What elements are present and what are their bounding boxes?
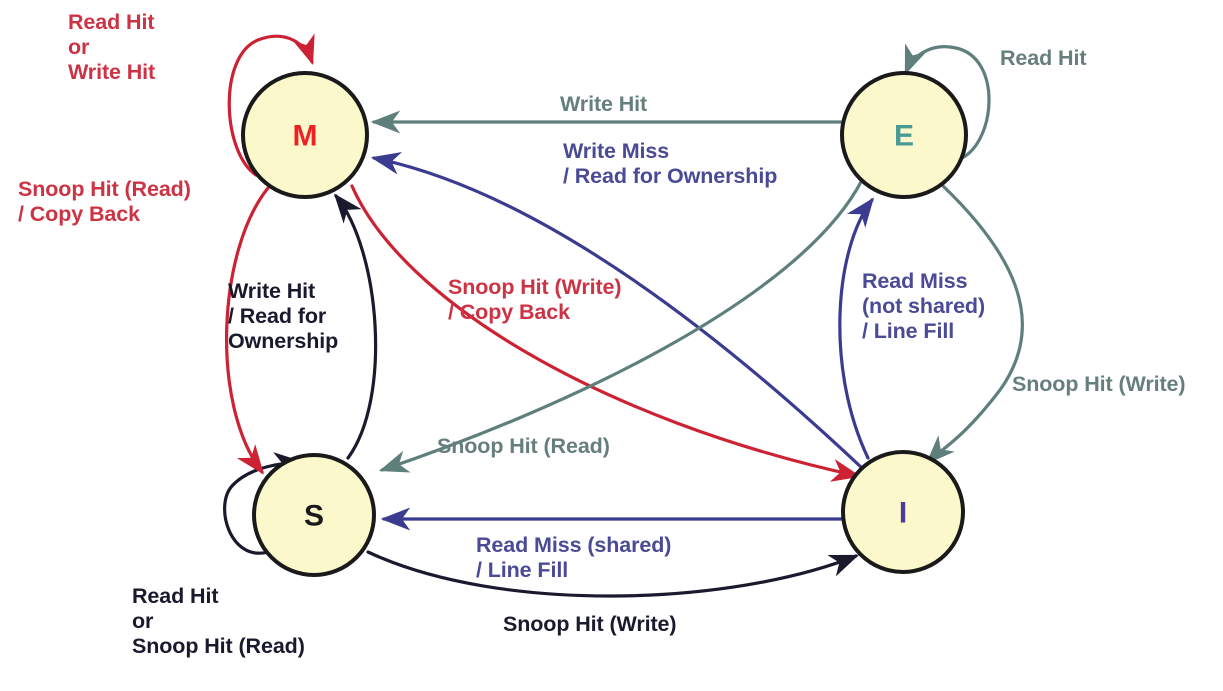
- edge-label-m-to-s: Snoop Hit (Read) / Copy Back: [18, 177, 191, 227]
- edge-label-m-self-loop: Read Hit or Write Hit: [68, 10, 156, 85]
- edge-label-i-to-m: Write Miss / Read for Ownership: [563, 139, 778, 189]
- state-node-e-label: E: [894, 120, 914, 153]
- edge-label-e-to-i: Snoop Hit (Write): [1012, 372, 1186, 396]
- edge-s-self-loop: [223, 452, 304, 555]
- edge-label-s-self-loop: Read Hit or Snoop Hit (Read): [132, 584, 305, 659]
- edge-s-to-i: [366, 550, 859, 598]
- state-node-m[interactable]: M: [241, 71, 369, 199]
- edge-e-to-s: [378, 178, 864, 473]
- edge-e-self-loop: [904, 43, 991, 160]
- edge-s-to-m: [333, 193, 378, 460]
- state-node-s-label: S: [304, 500, 324, 533]
- edge-label-e-to-m: Write Hit: [560, 92, 648, 116]
- state-node-e[interactable]: E: [840, 71, 968, 199]
- edge-label-s-to-i: Snoop Hit (Write): [503, 612, 677, 636]
- edge-label-s-to-m: Write Hit / Read for Ownership: [228, 279, 339, 354]
- state-node-s[interactable]: S: [252, 453, 376, 577]
- edge-i-to-e: [838, 197, 874, 460]
- state-node-i[interactable]: I: [841, 450, 965, 574]
- edge-label-e-to-s: Snoop Hit (Read): [437, 434, 610, 458]
- edge-label-i-to-s: Read Miss (shared) / Line Fill: [476, 533, 672, 583]
- state-node-i-label: I: [899, 497, 907, 530]
- edge-m-to-s: [225, 186, 270, 475]
- edge-label-i-to-e: Read Miss (not shared) / Line Fill: [862, 269, 986, 344]
- edge-label-e-self-loop: Read Hit: [1000, 46, 1087, 70]
- state-node-m-label: M: [293, 120, 318, 153]
- edge-i-to-m: [370, 151, 864, 470]
- edge-m-to-i: [350, 184, 862, 482]
- edge-e-to-i: [925, 183, 1024, 465]
- edge-label-m-to-i: Snoop Hit (Write) / Copy Back: [448, 275, 622, 325]
- edge-m-self-loop: [227, 33, 315, 177]
